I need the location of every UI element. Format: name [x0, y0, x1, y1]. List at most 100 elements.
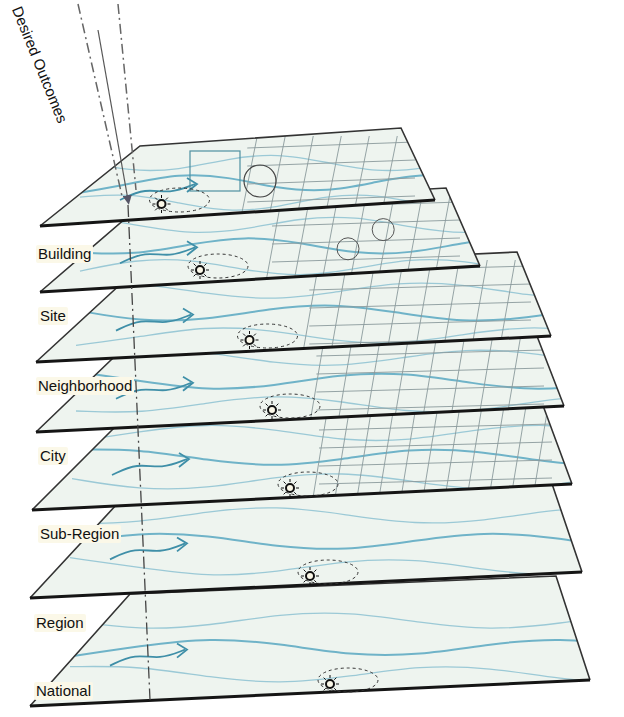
sheet-sketch [40, 128, 475, 226]
marker-ray [294, 482, 296, 484]
street-line [320, 196, 338, 292]
marker-ray [330, 675, 331, 678]
flow-arrow [110, 543, 185, 559]
flow-arrow [112, 459, 187, 475]
flow-arrow-head [179, 453, 189, 467]
river-line [70, 534, 622, 549]
river-line [70, 558, 622, 575]
marker-ray [296, 488, 299, 489]
street-line [295, 136, 313, 226]
marker-ray [272, 416, 273, 419]
street-line [319, 460, 552, 466]
street-line [309, 302, 531, 308]
street-line [497, 260, 515, 362]
marker-ray [284, 482, 286, 484]
street-line [247, 214, 415, 220]
street-line [319, 478, 552, 484]
layer-label: Building [36, 245, 93, 263]
marker-ray [206, 270, 209, 271]
marker-ray [241, 340, 244, 341]
marker-ray [276, 414, 278, 416]
street-line [316, 386, 544, 392]
marker-ray [334, 688, 336, 690]
marker-ray [249, 331, 250, 334]
marker-ring [298, 560, 358, 584]
funnel-line [118, 4, 136, 190]
street-line [272, 220, 460, 226]
marker-ray [256, 340, 259, 341]
flow-arrow-head [183, 309, 193, 323]
marker-ray [334, 678, 336, 680]
layer-label: Sub-Region [38, 525, 121, 543]
marker-ray [278, 410, 281, 411]
sheet-fill [40, 128, 435, 226]
street-line [441, 260, 459, 362]
street-line [272, 256, 460, 262]
flow-arrow-head [177, 537, 187, 551]
marker-ray [314, 570, 316, 572]
map-sheet [40, 128, 475, 226]
street-line [404, 196, 422, 292]
street-line [469, 260, 487, 362]
marker-ray [263, 410, 266, 411]
street-line [316, 368, 544, 374]
outcome-axis [78, 4, 150, 700]
marker-ray [191, 270, 194, 271]
street-line [319, 496, 552, 502]
target-marker [278, 472, 338, 497]
target-marker [260, 394, 320, 419]
funnel-arrow [98, 30, 128, 200]
sheet-front-edge [36, 336, 551, 362]
sheet-front-edge [40, 266, 480, 292]
sheet-edge [40, 128, 435, 226]
river-line [70, 506, 622, 524]
marker-ray [166, 208, 168, 210]
marker-ray [272, 401, 273, 404]
marker-ray [304, 580, 306, 582]
label-holder: Site [38, 307, 68, 325]
street-line [376, 196, 394, 292]
marker-ray [194, 264, 196, 266]
marker-dot [306, 572, 314, 580]
river-line [80, 175, 475, 192]
marker-ray [324, 688, 326, 690]
marker-dot [326, 680, 334, 688]
river-line [70, 640, 624, 657]
sheet-front-edge [36, 406, 564, 432]
layer-label: City [38, 447, 68, 465]
marker-ray [314, 580, 316, 582]
river-line [70, 612, 624, 628]
river-line [72, 425, 612, 442]
marker-ray [161, 195, 162, 198]
marker-ray [336, 684, 339, 685]
tree-symbol [372, 219, 394, 241]
street-line [509, 400, 527, 510]
flow-arrow [116, 315, 191, 331]
layer-label: Neighborhood [36, 377, 134, 395]
marker-ray [310, 582, 311, 585]
street-line [413, 260, 431, 362]
flow-arrow-head [183, 377, 193, 391]
plan-room [190, 151, 240, 191]
layer-label: Site [38, 307, 68, 325]
marker-ray [249, 346, 250, 349]
marker-ray [254, 334, 256, 336]
street-line [316, 422, 544, 428]
marker-ray [321, 684, 324, 685]
marker-ray [301, 576, 304, 577]
marker-ray [316, 576, 319, 577]
street-line [309, 284, 531, 290]
marker-dot [196, 266, 204, 274]
street-line [272, 238, 460, 244]
target-marker [188, 254, 248, 279]
street-line [465, 400, 483, 510]
marker-ray [204, 274, 206, 276]
map-sheets [30, 128, 624, 706]
marker-ray [324, 678, 326, 680]
marker-ray [281, 488, 284, 489]
marker-ray [310, 567, 311, 570]
street-line [443, 400, 461, 510]
funnel-line [78, 4, 122, 196]
